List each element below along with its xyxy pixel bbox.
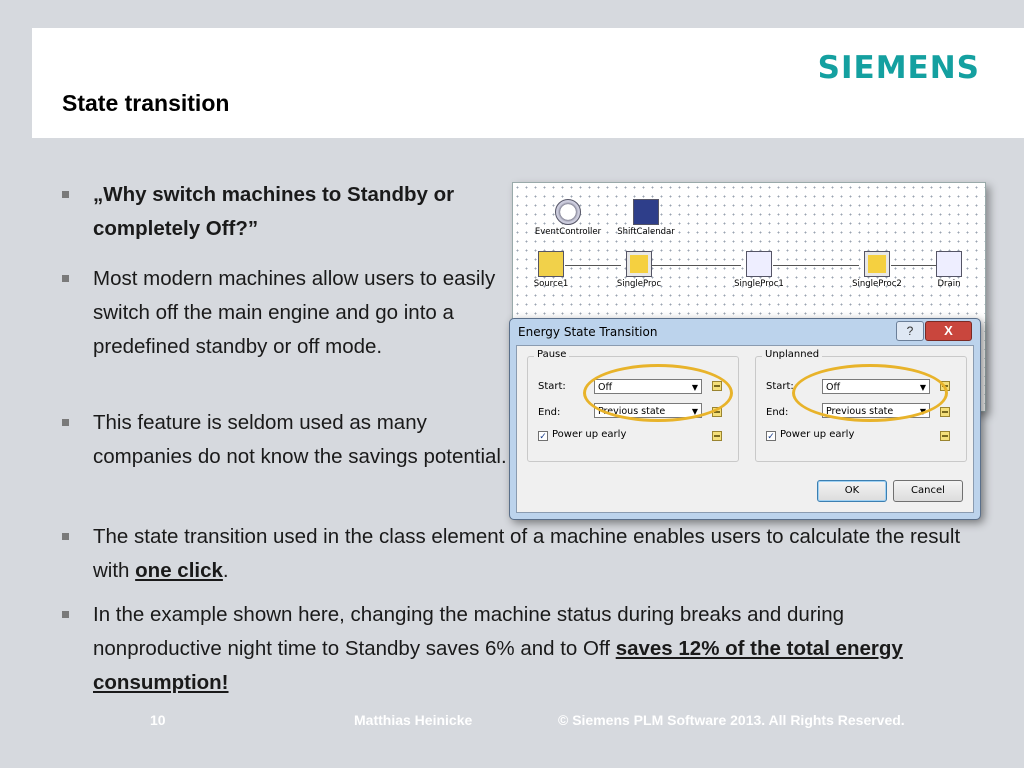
bullet-marker-icon (62, 275, 69, 282)
close-button[interactable]: X (925, 321, 972, 341)
power-up-label: Power up early (780, 429, 855, 440)
bullet-text: This feature is seldom used as many comp… (93, 411, 507, 468)
machine-icon (626, 251, 652, 277)
bullet-text: The state transition used in the class e… (93, 520, 962, 588)
bullet-marker-icon (62, 611, 69, 618)
connector-line (773, 265, 859, 266)
edit-icon[interactable] (940, 431, 950, 441)
start-label: Start: (538, 381, 566, 392)
savings-emphasis: saves 12% of the total energy consumptio… (93, 637, 903, 694)
slide-title: State transition (62, 90, 230, 116)
bullet-marker-icon (62, 419, 69, 426)
drain-icon (936, 251, 962, 277)
footer-author: Matthias Heinicke (354, 712, 473, 728)
bullet-text: In the example shown here, changing the … (93, 598, 962, 700)
ok-button[interactable]: OK (817, 480, 887, 502)
bullet-item: This feature is seldom used as many comp… (62, 406, 512, 474)
header-bar: State transition SIEMENS (32, 28, 1024, 138)
source-icon (538, 251, 564, 277)
siemens-logo: SIEMENS (817, 50, 980, 86)
highlight-ring (792, 364, 948, 422)
bullet-text: „Why switch machines to Standby or compl… (93, 183, 455, 240)
bullet-text-part: The state transition used in the class e… (93, 525, 961, 582)
connector-line (891, 265, 939, 266)
page-number: 10 (150, 712, 166, 728)
node-shift-calendar[interactable]: ShiftCalendar (613, 199, 679, 237)
group-label: Unplanned (762, 349, 823, 360)
node-label: SingleProc (616, 279, 662, 289)
calendar-moon-icon (633, 199, 659, 225)
bullet-item: The state transition used in the class e… (62, 520, 962, 588)
stopwatch-icon (555, 199, 581, 225)
bullet-text-part: In the example shown here, changing the … (93, 603, 845, 660)
connector-line (565, 265, 621, 266)
energy-state-dialog: Energy State Transition ? X Pause Start:… (509, 318, 981, 520)
bullet-marker-icon (62, 191, 69, 198)
bullet-item: Most modern machines allow users to easi… (62, 262, 502, 364)
edit-icon[interactable] (940, 407, 950, 417)
bullet-text: Most modern machines allow users to easi… (93, 267, 496, 358)
highlight-ring (583, 364, 733, 422)
bullet-item: „Why switch machines to Standby or compl… (62, 178, 502, 246)
end-label: End: (766, 407, 789, 418)
node-label: SingleProc1 (734, 279, 784, 289)
power-up-checkbox[interactable]: ✓ (538, 431, 548, 441)
node-source[interactable]: Source1 (531, 251, 571, 289)
cancel-button[interactable]: Cancel (893, 480, 963, 502)
node-label: EventController (534, 227, 602, 237)
node-label: Source1 (533, 279, 569, 289)
node-label: ShiftCalendar (617, 227, 675, 237)
node-drain[interactable]: Drain (931, 251, 967, 289)
connector-line (651, 265, 741, 266)
group-label: Pause (534, 349, 570, 360)
bullet-item: In the example shown here, changing the … (62, 598, 962, 700)
node-label: SingleProc2 (852, 279, 902, 289)
machine-icon (746, 251, 772, 277)
power-up-label: Power up early (552, 429, 627, 440)
help-button[interactable]: ? (896, 321, 924, 341)
power-up-checkbox[interactable]: ✓ (766, 431, 776, 441)
start-label: Start: (766, 381, 794, 392)
node-single-proc2[interactable]: SingleProc2 (847, 251, 907, 289)
footer-copyright: © Siemens PLM Software 2013. All Rights … (558, 712, 905, 728)
one-click-emphasis: one click (135, 559, 223, 582)
end-label: End: (538, 407, 561, 418)
machine-icon (864, 251, 890, 277)
node-label: Drain (937, 279, 961, 289)
dialog-title: Energy State Transition (518, 325, 658, 339)
bullet-text-part: . (222, 559, 229, 582)
edit-icon[interactable] (712, 431, 722, 441)
bullet-marker-icon (62, 533, 69, 540)
node-single-proc1[interactable]: SingleProc1 (731, 251, 787, 289)
node-event-controller[interactable]: EventController (533, 199, 603, 237)
node-single-proc[interactable]: SingleProc (613, 251, 665, 289)
